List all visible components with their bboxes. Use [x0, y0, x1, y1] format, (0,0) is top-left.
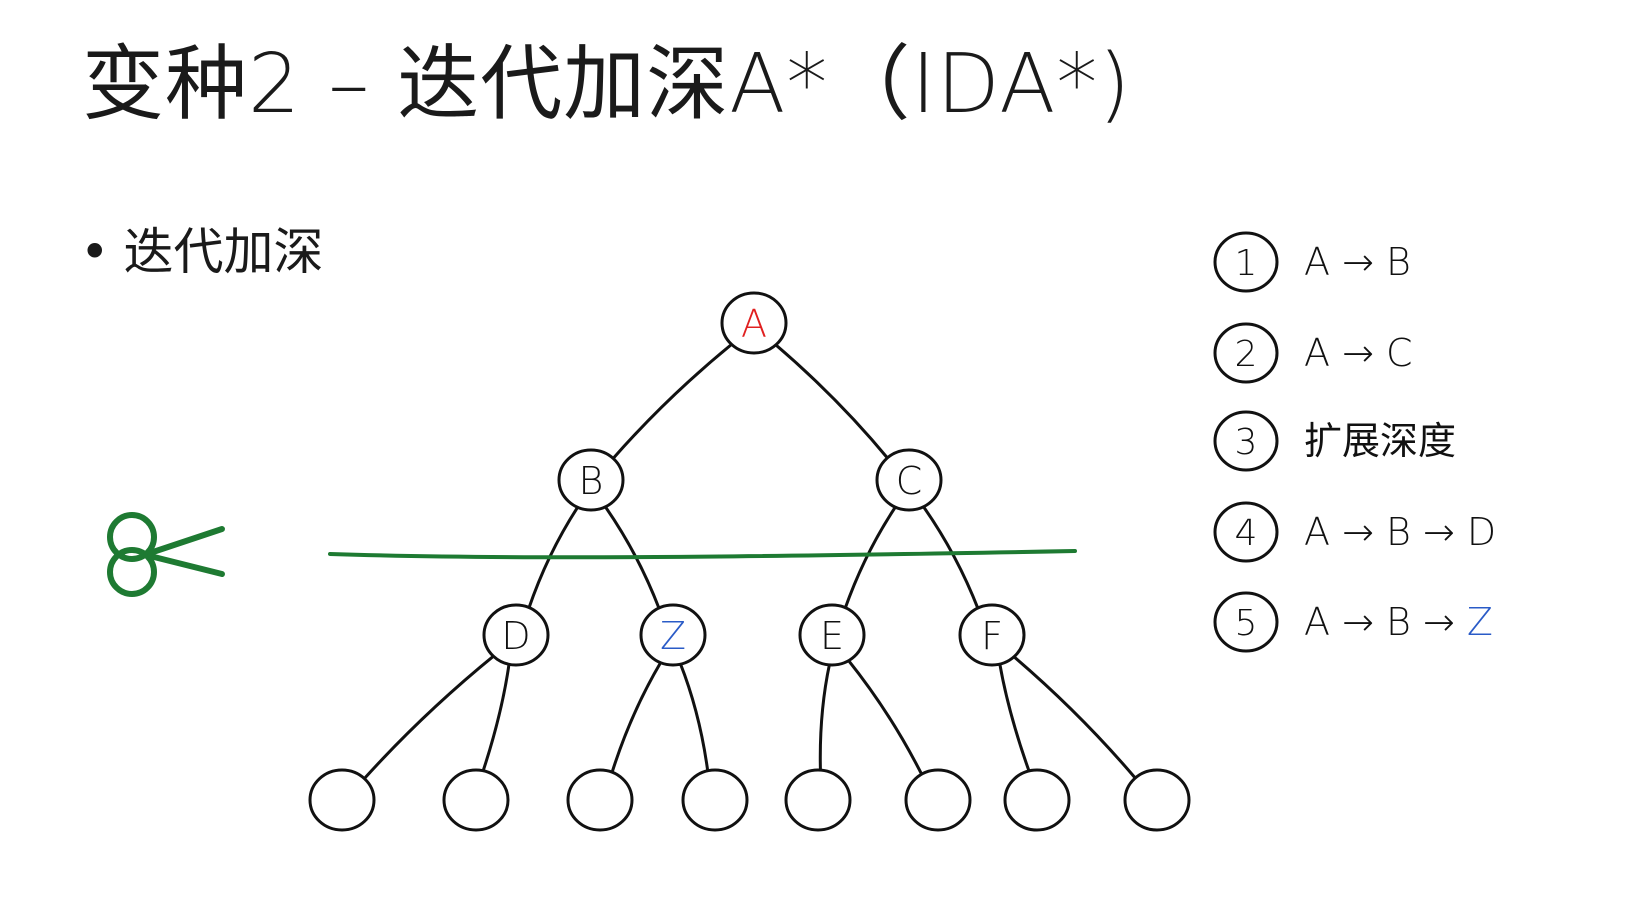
node-circle — [482, 603, 550, 667]
step-text: 扩展深度 — [1304, 419, 1456, 463]
step-number-circle — [1213, 231, 1279, 293]
node-Z: Z — [639, 603, 707, 667]
step-text: A → B → D — [1304, 510, 1496, 554]
leaf-node — [1003, 768, 1071, 832]
node-label: E — [820, 614, 844, 658]
leaf-node — [904, 768, 972, 832]
step-item: 5 A → B → Z — [1213, 591, 1493, 653]
edge-E-L6 — [846, 657, 924, 778]
step-item: 2 A → C — [1213, 322, 1413, 384]
depth-cut-line — [328, 549, 1077, 560]
step-path: 扩展深度 — [1304, 419, 1456, 463]
node-E: E — [798, 603, 866, 667]
node-A: A — [720, 291, 788, 355]
node-label: Z — [660, 614, 686, 658]
node-circle — [639, 603, 707, 667]
step-text: A → B → Z — [1304, 600, 1493, 644]
node-circle — [566, 768, 634, 832]
step-number-circle — [1213, 410, 1279, 472]
leaf-node — [681, 768, 749, 832]
scissors-icon — [107, 512, 225, 597]
step-path: A → C — [1304, 331, 1413, 375]
edge-C-E — [843, 504, 898, 611]
node-circle — [681, 768, 749, 832]
step-path: A → B — [1304, 240, 1411, 284]
edge-A-C — [772, 342, 891, 461]
leaf-node — [442, 768, 510, 832]
node-circle — [442, 768, 510, 832]
bullet-dot: • — [80, 223, 110, 281]
node-circle — [720, 291, 788, 355]
page-title: 变种2 – 迭代加深A*（IDA*) — [82, 37, 1132, 132]
node-label: F — [981, 614, 1003, 658]
step-item: 3 扩展深度 — [1213, 410, 1456, 472]
step-path: A → B → — [1304, 600, 1467, 644]
edge-D-L2 — [481, 661, 511, 774]
tree-edges — [361, 341, 1138, 782]
node-F: F — [958, 603, 1026, 667]
step-goal-node: Z — [1467, 600, 1493, 644]
edge-D-L1 — [361, 653, 497, 782]
step-text: A → B — [1304, 240, 1411, 284]
step-number-circle — [1213, 591, 1279, 653]
edge-E-L5 — [818, 662, 832, 773]
node-label: A — [741, 302, 767, 346]
step-number: 2 — [1235, 334, 1258, 375]
bullet-text: 迭代加深 — [123, 223, 324, 281]
node-circle — [557, 448, 625, 512]
leaf-node — [566, 768, 634, 832]
edge-Z-L3 — [610, 660, 663, 775]
node-circle — [798, 603, 866, 667]
edge-A-B — [610, 341, 735, 462]
step-number-circle — [1213, 322, 1279, 384]
node-label: D — [501, 614, 530, 658]
bullet-item: •迭代加深 — [80, 212, 324, 284]
edge-F-L7 — [998, 661, 1031, 774]
step-number-circle — [1213, 501, 1279, 563]
leaf-node — [784, 768, 852, 832]
node-circle — [1003, 768, 1071, 832]
edge-Z-L4 — [678, 661, 710, 774]
step-item: 4 A → B → D — [1213, 501, 1496, 563]
node-circle — [904, 768, 972, 832]
node-D: D — [482, 603, 550, 667]
tree-nodes: A B C D Z E F — [308, 291, 1191, 832]
step-number: 1 — [1235, 243, 1258, 284]
node-label: C — [896, 459, 923, 503]
node-C: C — [875, 448, 943, 512]
node-B: B — [557, 448, 625, 512]
step-path: A → B → D — [1304, 510, 1496, 554]
step-text: A → C — [1304, 331, 1413, 375]
edge-F-L8 — [1011, 654, 1138, 781]
step-number: 4 — [1235, 513, 1258, 554]
step-number: 5 — [1235, 603, 1258, 644]
step-number: 3 — [1235, 422, 1258, 463]
node-circle — [308, 768, 376, 832]
node-circle — [958, 603, 1026, 667]
node-circle — [1123, 768, 1191, 832]
edge-C-F — [921, 504, 980, 611]
node-label: B — [579, 459, 604, 503]
step-list: 1 A → B 2 A → C 3 扩展深度 4 A → B → D 5 A → B → Z — [1213, 231, 1496, 653]
node-circle — [784, 768, 852, 832]
leaf-node — [1123, 768, 1191, 832]
leaf-node — [308, 768, 376, 832]
node-circle — [875, 448, 943, 512]
step-item: 1 A → B — [1213, 231, 1411, 293]
